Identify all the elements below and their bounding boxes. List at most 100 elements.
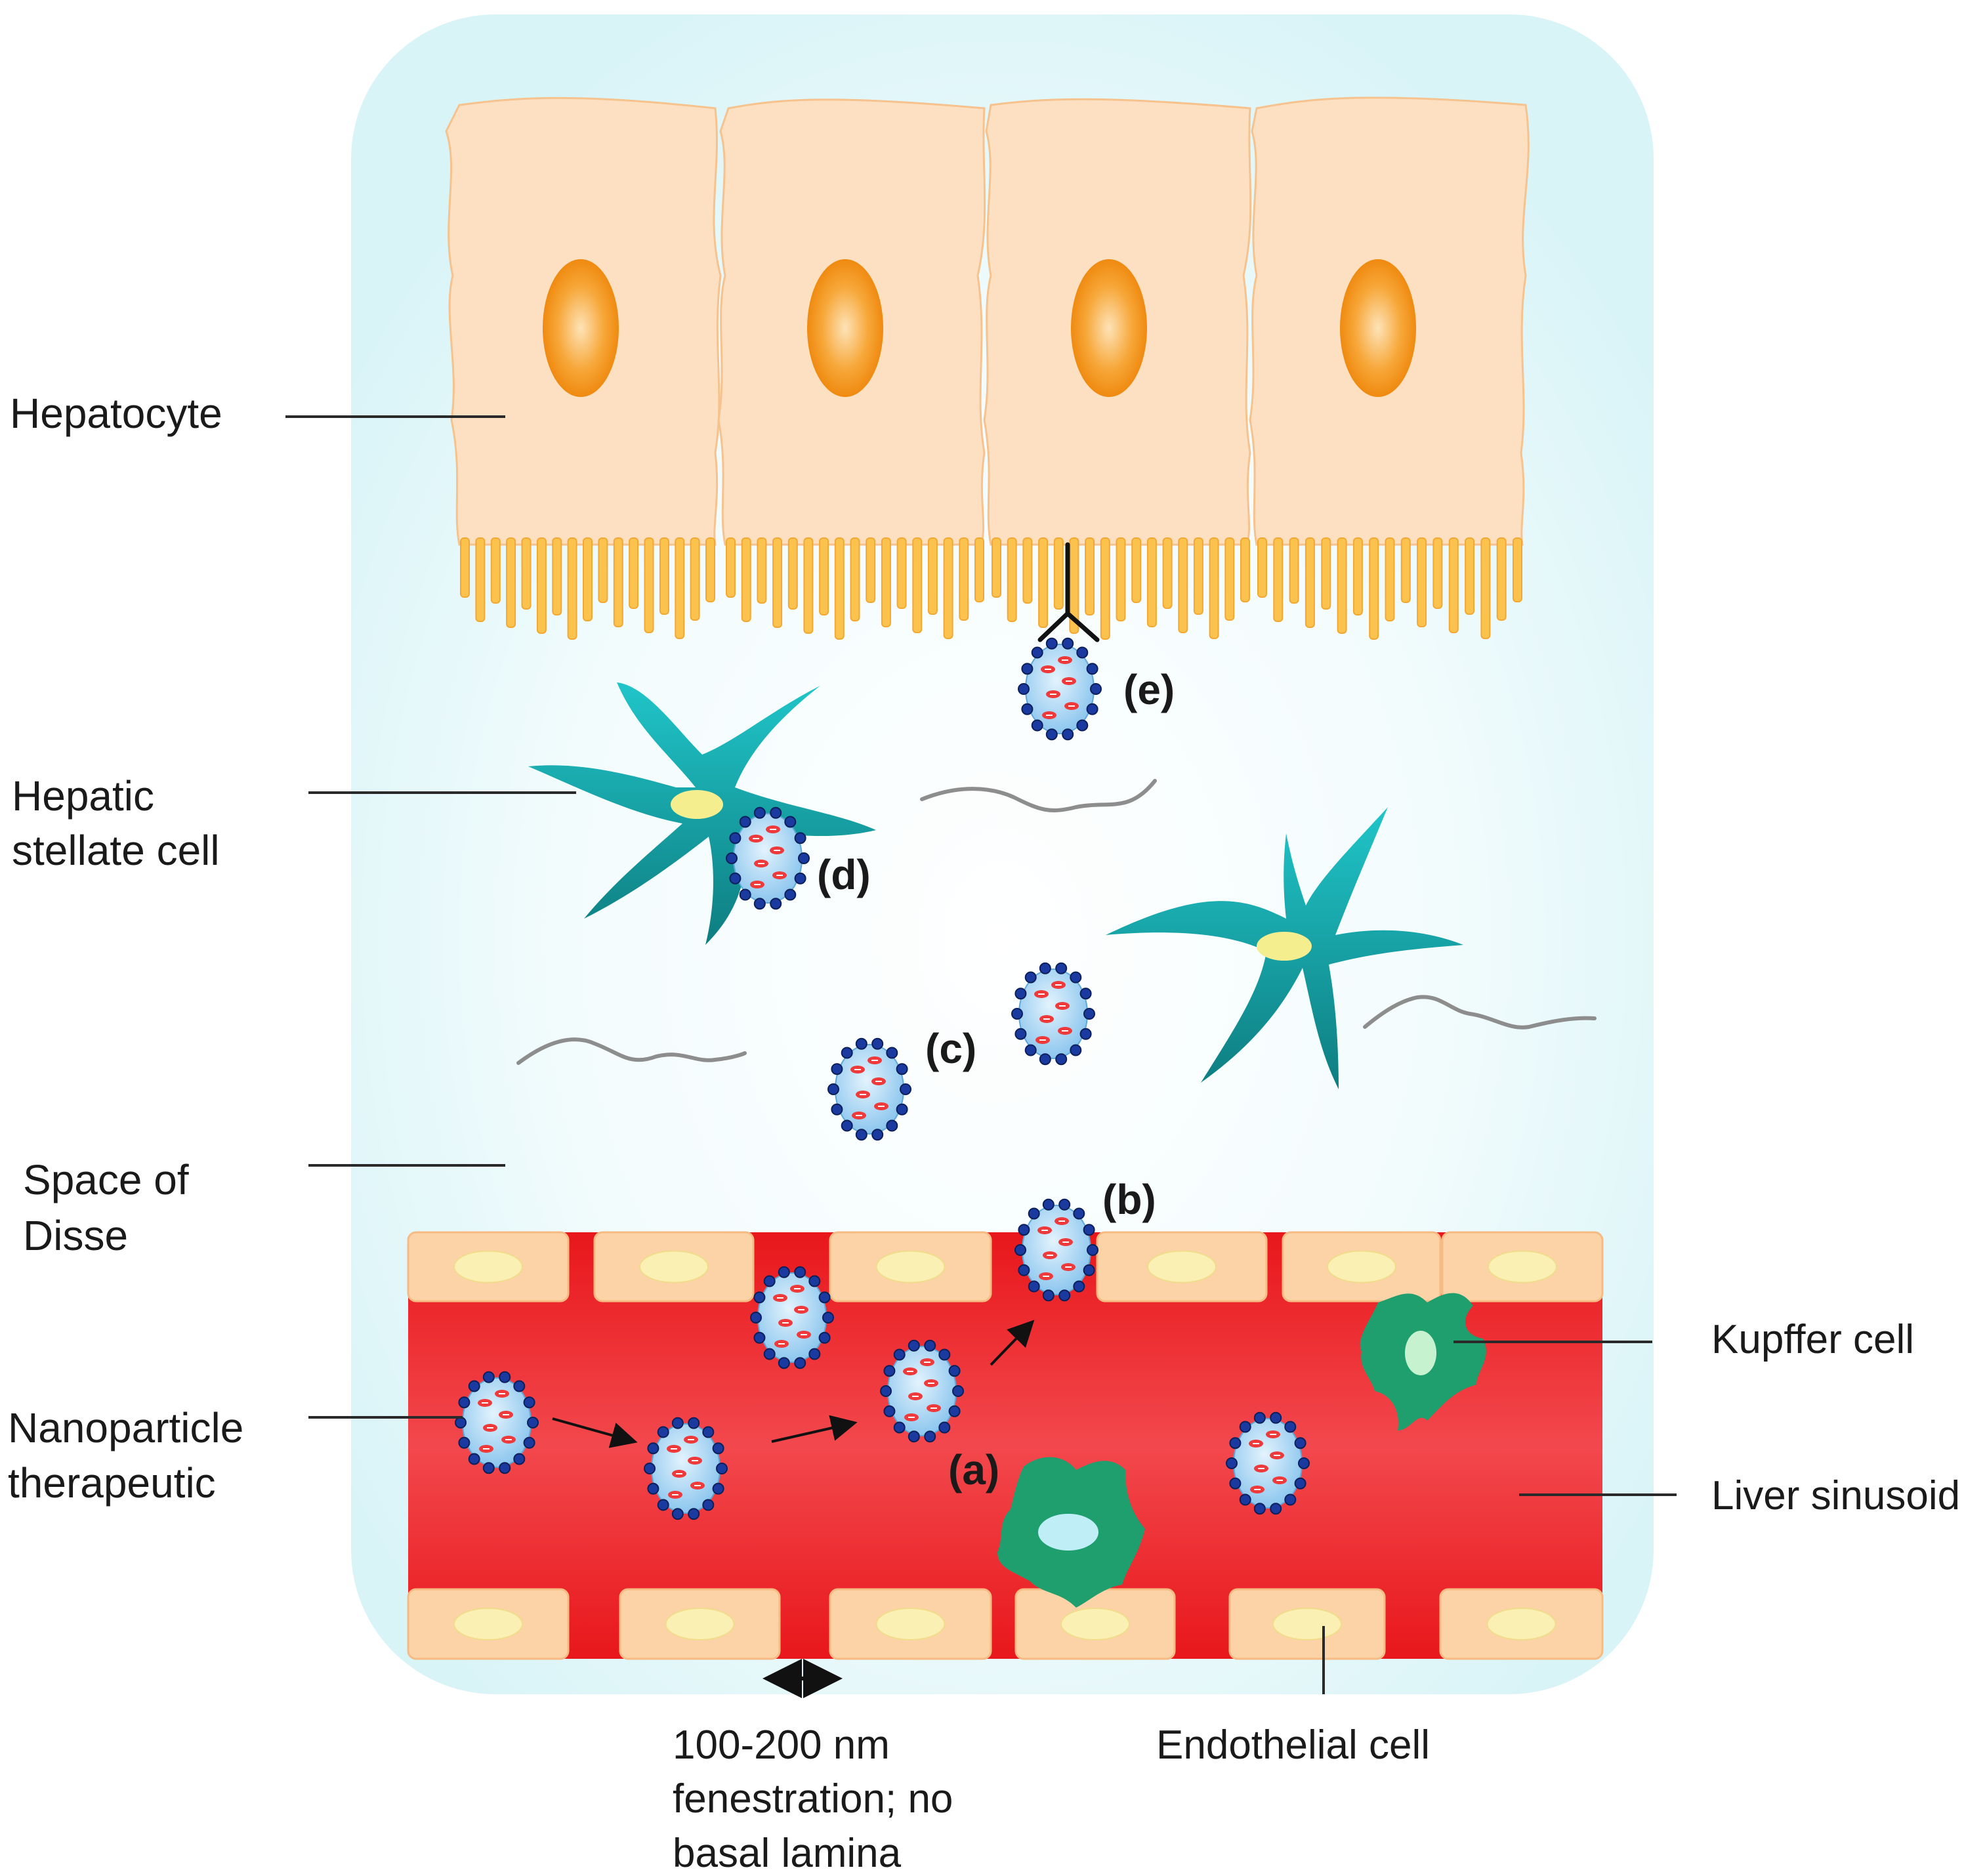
microvillus [475, 537, 486, 622]
microvillus [959, 537, 969, 621]
microvillus [1209, 537, 1219, 639]
endothelial-cell [407, 1588, 570, 1660]
nanoparticle-icon [1018, 637, 1102, 741]
microvillus [1432, 537, 1443, 609]
microvillus [1162, 537, 1173, 609]
microvillus [1178, 537, 1188, 633]
nanoparticle-icon [1011, 962, 1095, 1066]
nucleus [1340, 259, 1416, 397]
label-fenestration-line1: 100-200 nm [673, 1722, 890, 1768]
microvillus [1038, 537, 1049, 628]
microvillus [726, 537, 736, 598]
microvillus [741, 537, 751, 622]
microvillus [1369, 537, 1379, 640]
nanoparticle-icon [455, 1371, 539, 1474]
tag-d: (d) [817, 851, 871, 898]
nanoparticles [455, 637, 1310, 1520]
microvillus [1116, 537, 1126, 621]
microvillus [1146, 537, 1157, 627]
microvillus [1448, 537, 1459, 633]
microvillus [1337, 537, 1347, 634]
microvillus [1257, 537, 1267, 598]
nanoparticle-icon [1014, 1198, 1098, 1302]
microvillus [1321, 537, 1331, 610]
nanoparticle-icon [750, 1266, 834, 1369]
fiber [516, 1037, 747, 1065]
microvillus [1465, 537, 1475, 615]
label-fenestration-line2: fenestration; no [673, 1776, 953, 1822]
label-disse-line2: Disse [23, 1212, 128, 1259]
endothelial-cell [1282, 1231, 1442, 1303]
microvillus [521, 537, 532, 610]
microvillus [974, 537, 984, 602]
endothelium [407, 1231, 1604, 1660]
label-nano-line2: therapeutic [8, 1459, 216, 1507]
microvillus [644, 537, 654, 633]
fiber [1363, 995, 1597, 1030]
label-stellate-line2: stellate cell [12, 827, 220, 874]
kupffer-cell-nucleus [1038, 1514, 1098, 1551]
tag-a: (a) [948, 1446, 999, 1493]
endothelial-cell [1014, 1588, 1176, 1660]
microvillus [1305, 537, 1315, 628]
microvillus [1289, 537, 1299, 604]
endothelial-cell [593, 1231, 755, 1303]
microvillus [850, 537, 860, 621]
label-disse-line1: Space of [23, 1156, 189, 1203]
microvillus [757, 537, 767, 604]
endothelial-cell [829, 1231, 992, 1303]
microvillus [490, 537, 501, 604]
microvillus [927, 537, 938, 615]
receptor-icon [1037, 542, 1100, 642]
microvillus [943, 537, 953, 639]
label-kupffer: Kupffer cell [1711, 1317, 1914, 1362]
microvillus [1193, 537, 1203, 615]
stellate-cell-nucleus [671, 790, 723, 819]
microvillus [1496, 537, 1507, 621]
nanoparticle-icon [644, 1417, 728, 1520]
label-fenestration-line3: basal lamina [673, 1831, 902, 1876]
endothelial-cell [829, 1588, 992, 1660]
nucleus [1071, 259, 1147, 397]
endothelial-cell [1096, 1231, 1268, 1303]
endothelial-cell [407, 1231, 570, 1303]
microvillus [1480, 537, 1491, 639]
microvillus [536, 537, 547, 634]
microvillus [787, 537, 798, 610]
microvillus [1053, 537, 1064, 610]
nanoparticle-icon [880, 1339, 964, 1443]
microvillus [866, 537, 876, 603]
endothelial-cell [1441, 1231, 1604, 1303]
microvillus [772, 537, 783, 628]
hepatocyte-nuclei [543, 259, 1416, 397]
arrow-icon [552, 1417, 638, 1448]
label-hepatocyte: Hepatocyte [10, 390, 222, 437]
microvillus [896, 537, 907, 609]
tag-e: (e) [1123, 666, 1175, 713]
microvillus [552, 537, 562, 615]
nucleus [807, 259, 883, 397]
endothelial-cell [1439, 1588, 1604, 1660]
microvillus [1007, 537, 1017, 622]
microvillus [1417, 537, 1427, 627]
stellate-cell-nucleus [1257, 932, 1312, 961]
microvillus [705, 537, 715, 602]
microvillus [583, 537, 593, 621]
label-endothelial: Endothelial cell [1156, 1722, 1430, 1768]
microvillus [1385, 537, 1395, 621]
microvillus [803, 537, 814, 634]
arrow-icon [771, 1415, 858, 1443]
microvillus [659, 537, 669, 615]
microvillus [506, 537, 516, 628]
microvillus [1513, 537, 1522, 602]
label-stellate-line1: Hepatic [12, 772, 154, 820]
microvillus [1224, 537, 1235, 621]
label-nano-line1: Nanoparticle [8, 1404, 243, 1451]
collagen-fibers [516, 779, 1597, 1065]
microvillus [1273, 537, 1284, 622]
nanoparticle-icon [827, 1037, 911, 1141]
tag-c: (c) [925, 1025, 976, 1072]
microvillus [1131, 537, 1142, 603]
sinusoid-lumen [408, 1232, 1602, 1659]
microvillus [690, 537, 700, 621]
